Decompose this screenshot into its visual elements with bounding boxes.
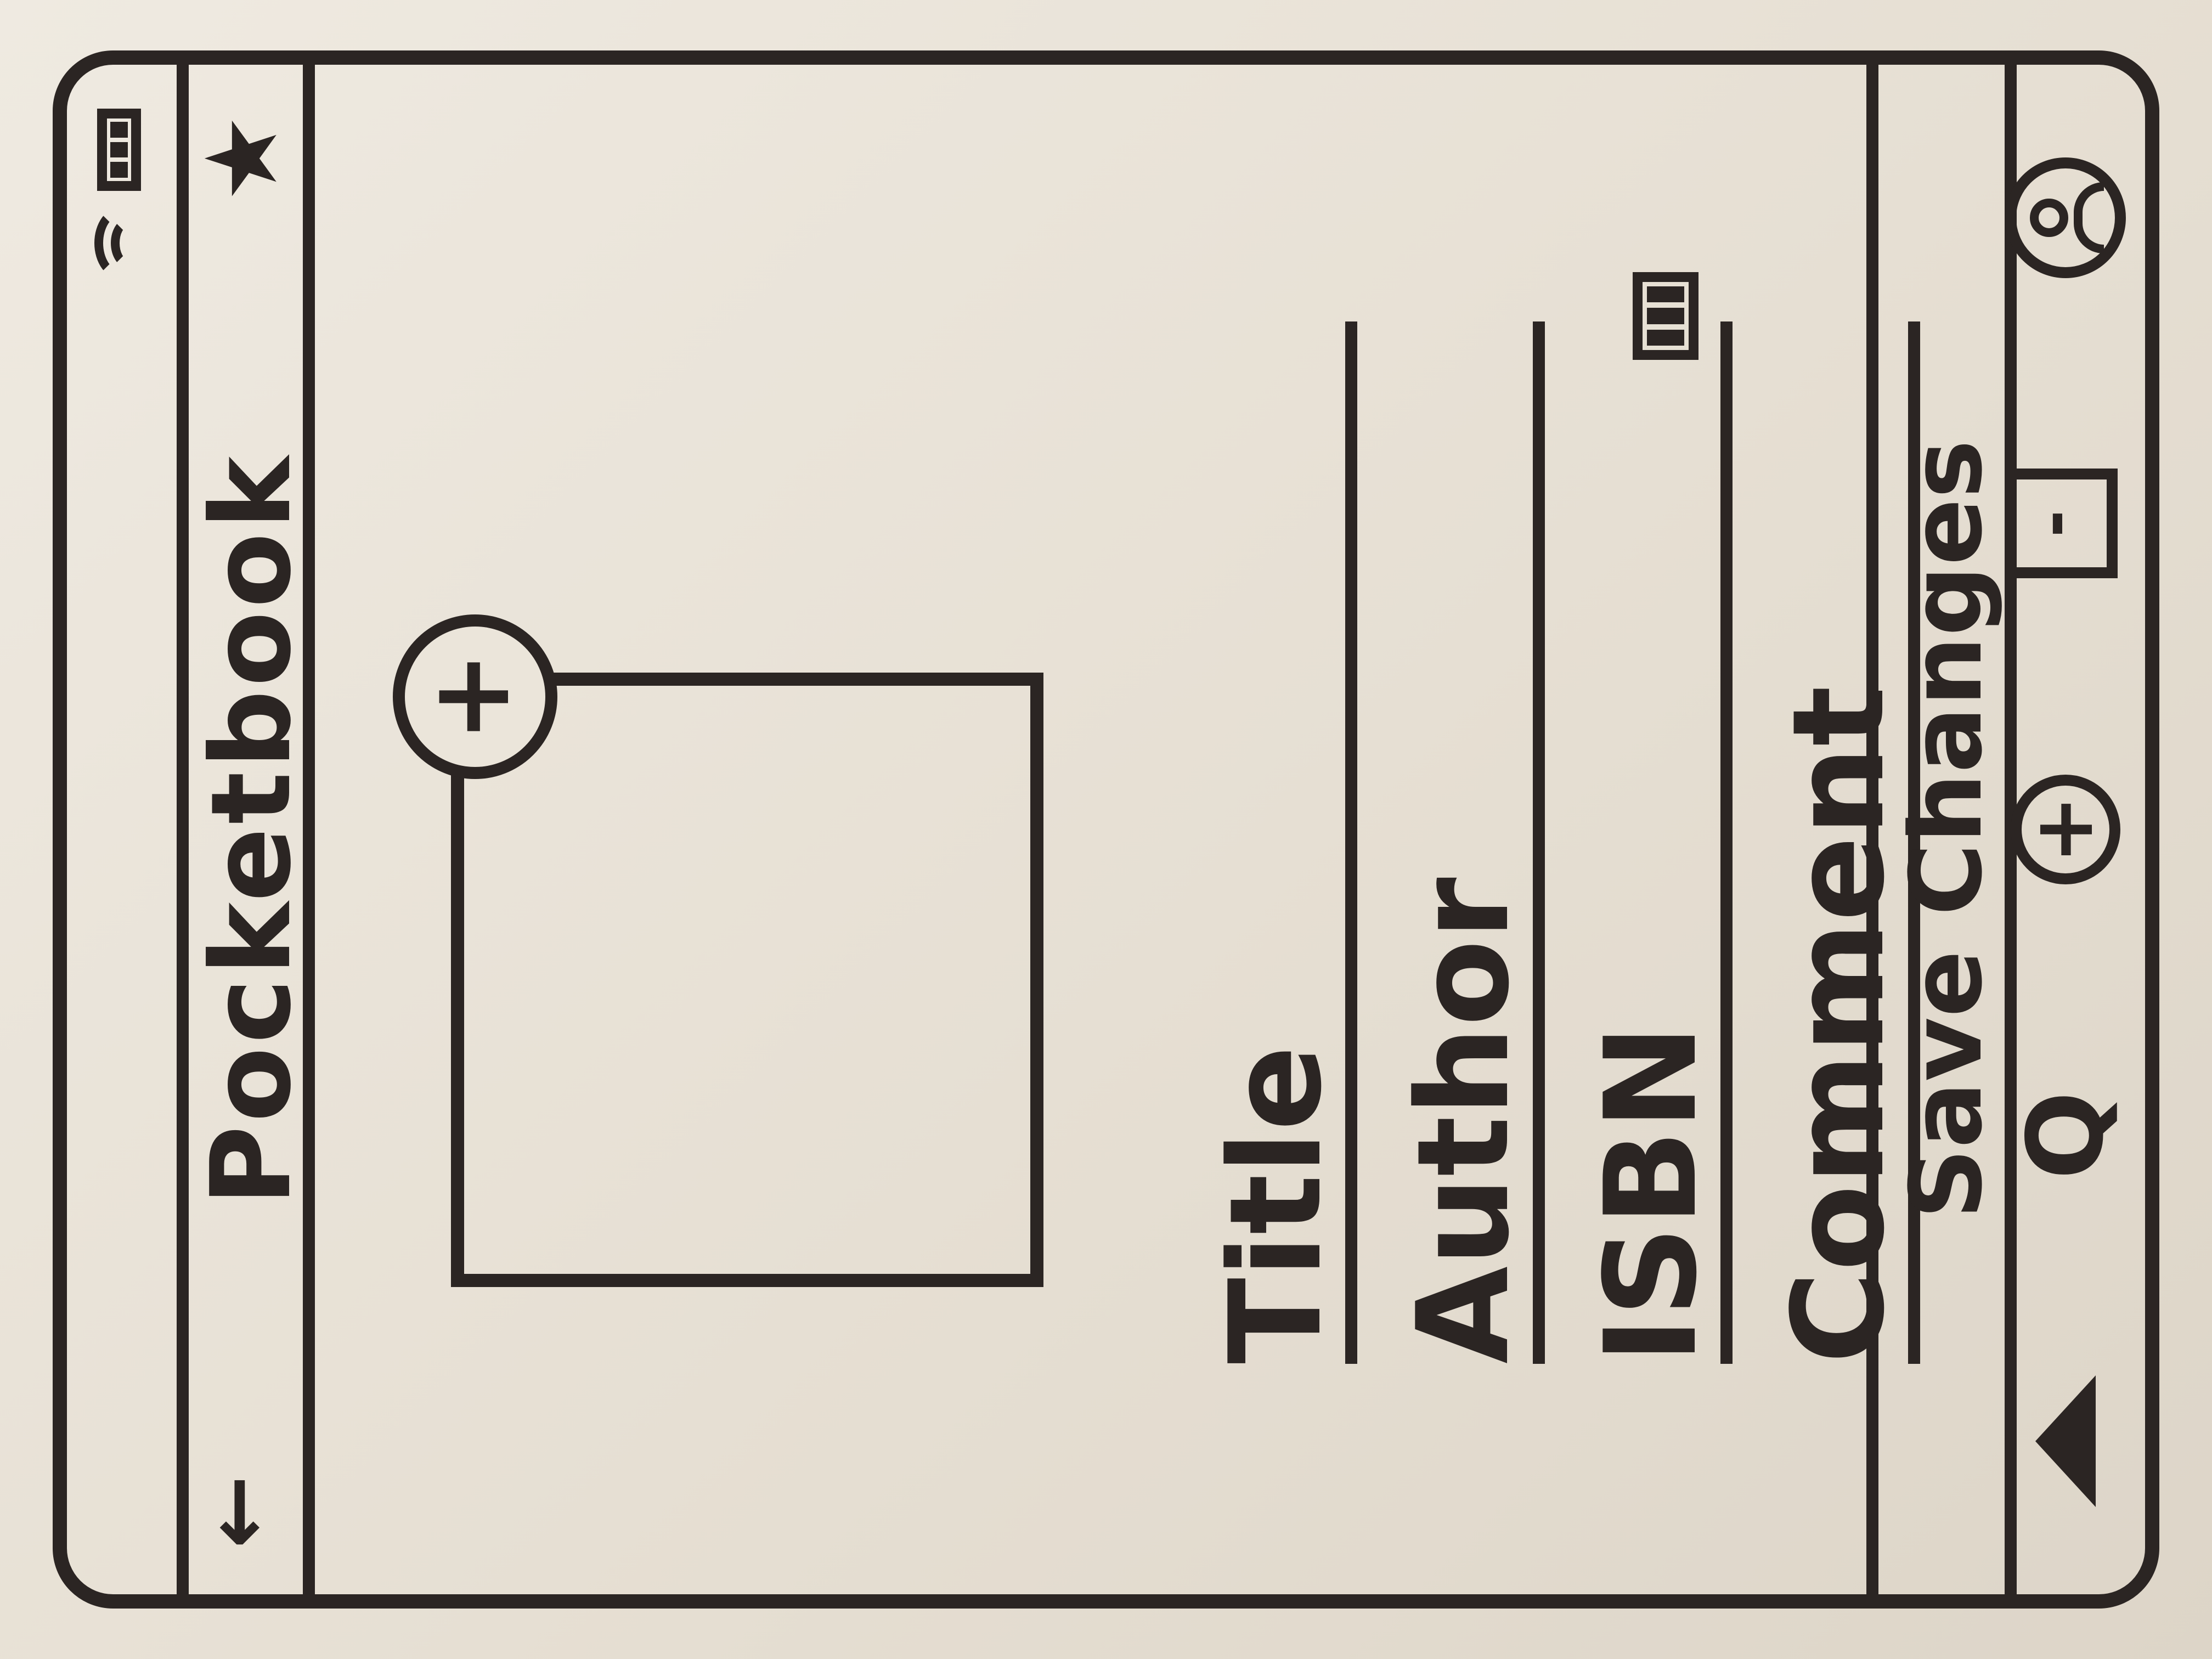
nav-profile[interactable]: [2005, 157, 2126, 278]
app-bar: ← Pocketbook ★: [177, 65, 315, 1594]
barcode-scan-icon[interactable]: [1633, 272, 1699, 360]
add-icon: +: [2011, 775, 2120, 885]
author-input[interactable]: [1400, 321, 1533, 980]
book-form: Title Author ISBN Comment: [1181, 272, 1931, 1364]
author-field: Author: [1368, 321, 1545, 1364]
app-title: Pocketbook: [188, 453, 315, 1206]
nav-home[interactable]: [2005, 1375, 2126, 1508]
status-icons: [94, 109, 147, 279]
nav-inbox[interactable]: -: [2005, 463, 2126, 584]
status-bar: [67, 65, 189, 1594]
battery-icon: [97, 109, 141, 191]
title-field: Title: [1181, 321, 1357, 1364]
home-icon: [2035, 1375, 2096, 1508]
wifi-icon: [94, 207, 147, 279]
profile-icon: [2005, 157, 2126, 278]
inbox-icon: -: [2013, 469, 2118, 579]
title-label: Title: [1203, 1045, 1350, 1364]
search-icon: Q: [2005, 1091, 2126, 1180]
nav-add[interactable]: +: [2005, 769, 2126, 890]
bottom-nav: Q + -: [1986, 65, 2145, 1594]
isbn-label: ISBN: [1578, 1024, 1725, 1364]
nav-search[interactable]: Q: [2005, 1075, 2126, 1196]
phone-frame: ← Pocketbook ★ + Title Author ISBN Comme…: [53, 50, 2159, 1609]
star-icon[interactable]: ★: [185, 114, 300, 203]
isbn-input[interactable]: [1588, 321, 1720, 980]
book-cover-placeholder[interactable]: +: [393, 614, 1043, 1287]
title-input[interactable]: [1212, 321, 1345, 980]
add-photo-icon[interactable]: +: [393, 614, 557, 779]
isbn-field: ISBN: [1556, 272, 1733, 1364]
